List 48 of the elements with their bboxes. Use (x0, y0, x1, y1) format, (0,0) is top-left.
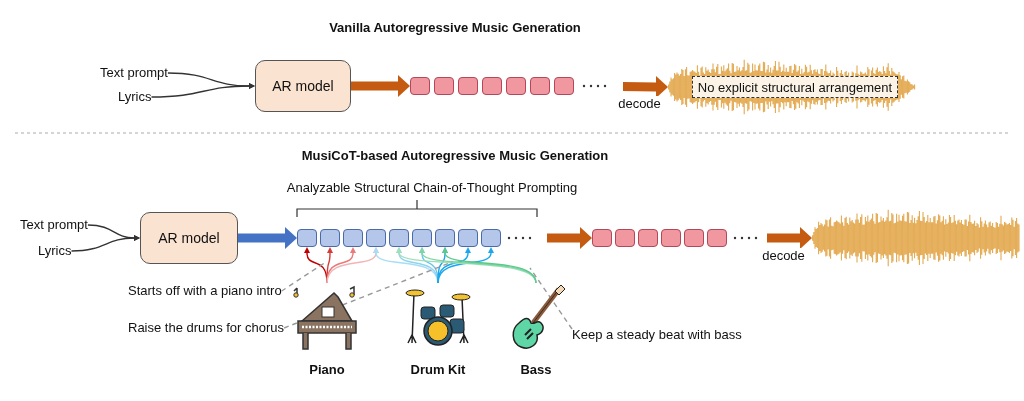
token-box (615, 229, 635, 247)
bracket-label: Analyzable Structural Chain-of-Thought Prompting (285, 180, 579, 195)
leader-line (283, 261, 453, 329)
token-box (410, 77, 430, 95)
annotation-text: Raise the drums for chorus (128, 319, 285, 337)
arrow (150, 83, 255, 98)
input-label: Lyrics (38, 242, 72, 260)
leader-line (281, 261, 327, 292)
section-title: Vanilla Autoregressive Music Generation (328, 20, 582, 35)
model-box: AR model (140, 212, 238, 264)
annotation-text: Starts off with a piano intro (128, 282, 282, 300)
token-box (638, 229, 658, 247)
token-box (482, 77, 502, 95)
token-box (320, 229, 340, 247)
token-box (684, 229, 704, 247)
model-box: AR model (255, 60, 351, 112)
section-title: MusiCoT-based Autoregressive Music Generation (300, 148, 610, 163)
token-box (343, 229, 363, 247)
token-box (297, 229, 317, 247)
arrow (238, 227, 297, 249)
token-box (481, 229, 501, 247)
leader-line (529, 267, 573, 330)
input-label: Lyrics (118, 88, 152, 106)
arrow (70, 235, 140, 252)
token-box (554, 77, 574, 95)
input-label: Text prompt (100, 64, 168, 82)
token-box (412, 229, 432, 247)
token-box (530, 77, 550, 95)
token-box (389, 229, 409, 247)
token-box (435, 229, 455, 247)
token-box (506, 77, 526, 95)
instrument-label: Piano (308, 362, 346, 377)
annotation-box: No explicit structural arrangement (692, 76, 898, 98)
token-box (458, 229, 478, 247)
arrow (442, 247, 537, 284)
token-box (661, 229, 681, 247)
token-box (366, 229, 386, 247)
arrow (437, 247, 471, 284)
instrument-label: Drum Kit (409, 362, 467, 377)
annotation-text: Keep a steady beat with bass (572, 326, 742, 344)
token-box (592, 229, 612, 247)
instrument-label: Bass (519, 362, 553, 377)
token-box (434, 77, 454, 95)
arrow (351, 75, 410, 97)
token-box (458, 77, 478, 95)
token-box (707, 229, 727, 247)
arrow (326, 247, 356, 284)
input-label: Text prompt (20, 216, 88, 234)
